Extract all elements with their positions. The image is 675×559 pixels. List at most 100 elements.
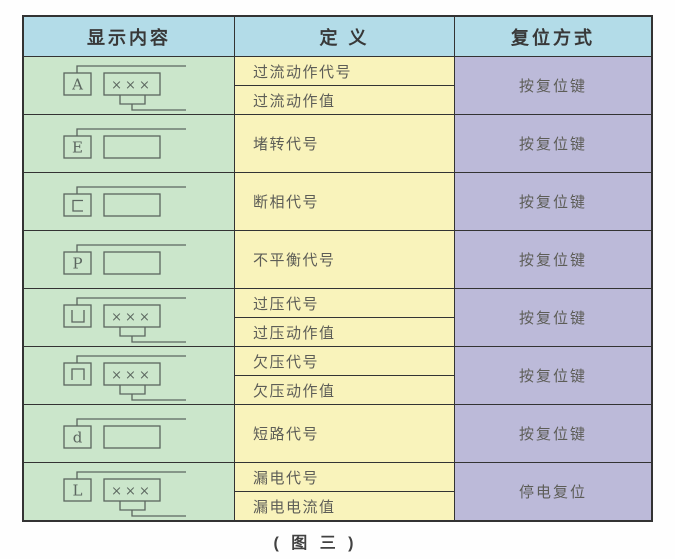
definition-cell: 不平衡代号 (234, 231, 454, 288)
pointer-line-top (76, 354, 186, 363)
display-cell: P (24, 231, 234, 288)
header-display-content: 显示内容 (87, 27, 171, 48)
figure-caption: ( 图 三 ) (273, 535, 358, 552)
reset-method-cell: 按复位键 (454, 115, 651, 172)
symbol-glyph: E (72, 139, 83, 157)
pointer-line-bottom (131, 335, 186, 343)
table-row: d 短路代号 按复位键 (24, 404, 651, 462)
pointer-line-top (76, 186, 186, 194)
display-cell: ××× (24, 347, 234, 404)
symbol-glyph: P (72, 255, 82, 273)
display-diagram (63, 186, 186, 217)
definition-text: 不平衡代号 (253, 252, 336, 269)
pointer-bracket (119, 94, 146, 105)
symbol-box (63, 251, 92, 275)
definition-cell: 漏电代号漏电电流值 (234, 463, 454, 520)
table-row: 断相代号 按复位键 (24, 172, 651, 230)
pointer-line-top (76, 64, 186, 73)
symbol-glyph: A (71, 75, 83, 93)
pointer-bracket (119, 326, 146, 337)
value-text: ××× (111, 78, 153, 93)
value-box (103, 477, 161, 502)
pointer-line-bottom (131, 509, 186, 517)
definition-cell: 过压代号过压动作值 (234, 289, 454, 346)
reset-method-cell: 按复位键 (454, 405, 651, 462)
table-row: P 不平衡代号 按复位键 (24, 230, 651, 288)
definition-cell: 断相代号 (234, 173, 454, 230)
symbol-box (63, 425, 92, 449)
value-text: ××× (111, 368, 153, 383)
table-row: A ××× 过流动作代号过流动作值按复位键 (24, 56, 651, 114)
pointer-line-top (76, 418, 186, 426)
definition-text: 漏电电流值 (235, 491, 454, 520)
table-row: ××× 欠压代号欠压动作值按复位键 (24, 346, 651, 404)
table-row: L ××× 漏电代号漏电电流值停电复位 (24, 462, 651, 520)
display-cell: d (24, 405, 234, 462)
symbol-box (63, 135, 92, 159)
display-diagram: A ××× (63, 64, 186, 111)
definition-text: 漏电代号 (253, 469, 320, 487)
symbol-box (63, 361, 92, 386)
symbol-box (63, 303, 92, 328)
value-text: ××× (111, 310, 153, 325)
reset-method-cell: 按复位键 (454, 347, 651, 404)
value-box (103, 71, 161, 96)
pointer-bracket (119, 384, 146, 395)
table-row: ××× 过压代号过压动作值按复位键 (24, 288, 651, 346)
display-diagram: ××× (63, 354, 186, 401)
pointer-line-top (76, 296, 186, 305)
symbol-glyph: d (73, 429, 83, 447)
value-text: ××× (111, 484, 153, 499)
pointer-line-top (76, 244, 186, 252)
header-definition: 定 义 (234, 17, 454, 56)
symbol-box (63, 477, 92, 502)
value-box (103, 303, 161, 328)
reset-method-cell: 按复位键 (454, 173, 651, 230)
table-header-row: 显示内容 定 义 复位方式 (24, 17, 651, 56)
definition-cell: 短路代号 (234, 405, 454, 462)
reset-method-cell: 按复位键 (454, 289, 651, 346)
reset-method-cell: 按复位键 (454, 231, 651, 288)
definition-text: 短路代号 (253, 426, 320, 443)
pointer-line-bottom (131, 103, 186, 111)
display-cell: E (24, 115, 234, 172)
display-cell: A ××× (24, 57, 234, 114)
display-diagram: L ××× (63, 470, 186, 517)
display-diagram: P (63, 244, 186, 275)
definition-text: 过流动作值 (235, 85, 454, 114)
value-box (103, 361, 161, 386)
symbol-box (63, 71, 92, 96)
pointer-line-top (76, 128, 186, 136)
definition-cell: 过流动作代号过流动作值 (234, 57, 454, 114)
display-diagram: d (63, 418, 186, 449)
display-diagram: E (63, 128, 186, 159)
definition-cell: 欠压代号欠压动作值 (234, 347, 454, 404)
symbol-box (63, 193, 92, 217)
definition-text: 过流动作代号 (253, 63, 353, 81)
display-cell: L ××× (24, 463, 234, 520)
symbol-glyph (72, 199, 83, 212)
table-row: E 堵转代号按复位键 (24, 114, 651, 172)
value-box (103, 135, 161, 159)
definition-text: 过压动作值 (235, 317, 454, 346)
definition-text: 欠压代号 (253, 353, 320, 371)
reset-method-cell: 停电复位 (454, 463, 651, 520)
reset-method-cell: 按复位键 (454, 57, 651, 114)
definition-text: 欠压动作值 (235, 375, 454, 404)
definition-cell: 堵转代号 (234, 115, 454, 172)
definition-text: 断相代号 (253, 194, 320, 211)
display-cell (24, 173, 234, 230)
display-cell: ××× (24, 289, 234, 346)
pointer-line-bottom (131, 393, 186, 401)
symbol-glyph (71, 309, 85, 323)
value-box (103, 251, 161, 275)
value-box (103, 193, 161, 217)
symbol-glyph (71, 367, 85, 380)
symbol-glyph: L (73, 481, 83, 499)
pointer-line-top (76, 470, 186, 479)
definition-text: 过压代号 (253, 295, 320, 313)
value-box (103, 425, 161, 449)
display-diagram: ××× (63, 296, 186, 343)
